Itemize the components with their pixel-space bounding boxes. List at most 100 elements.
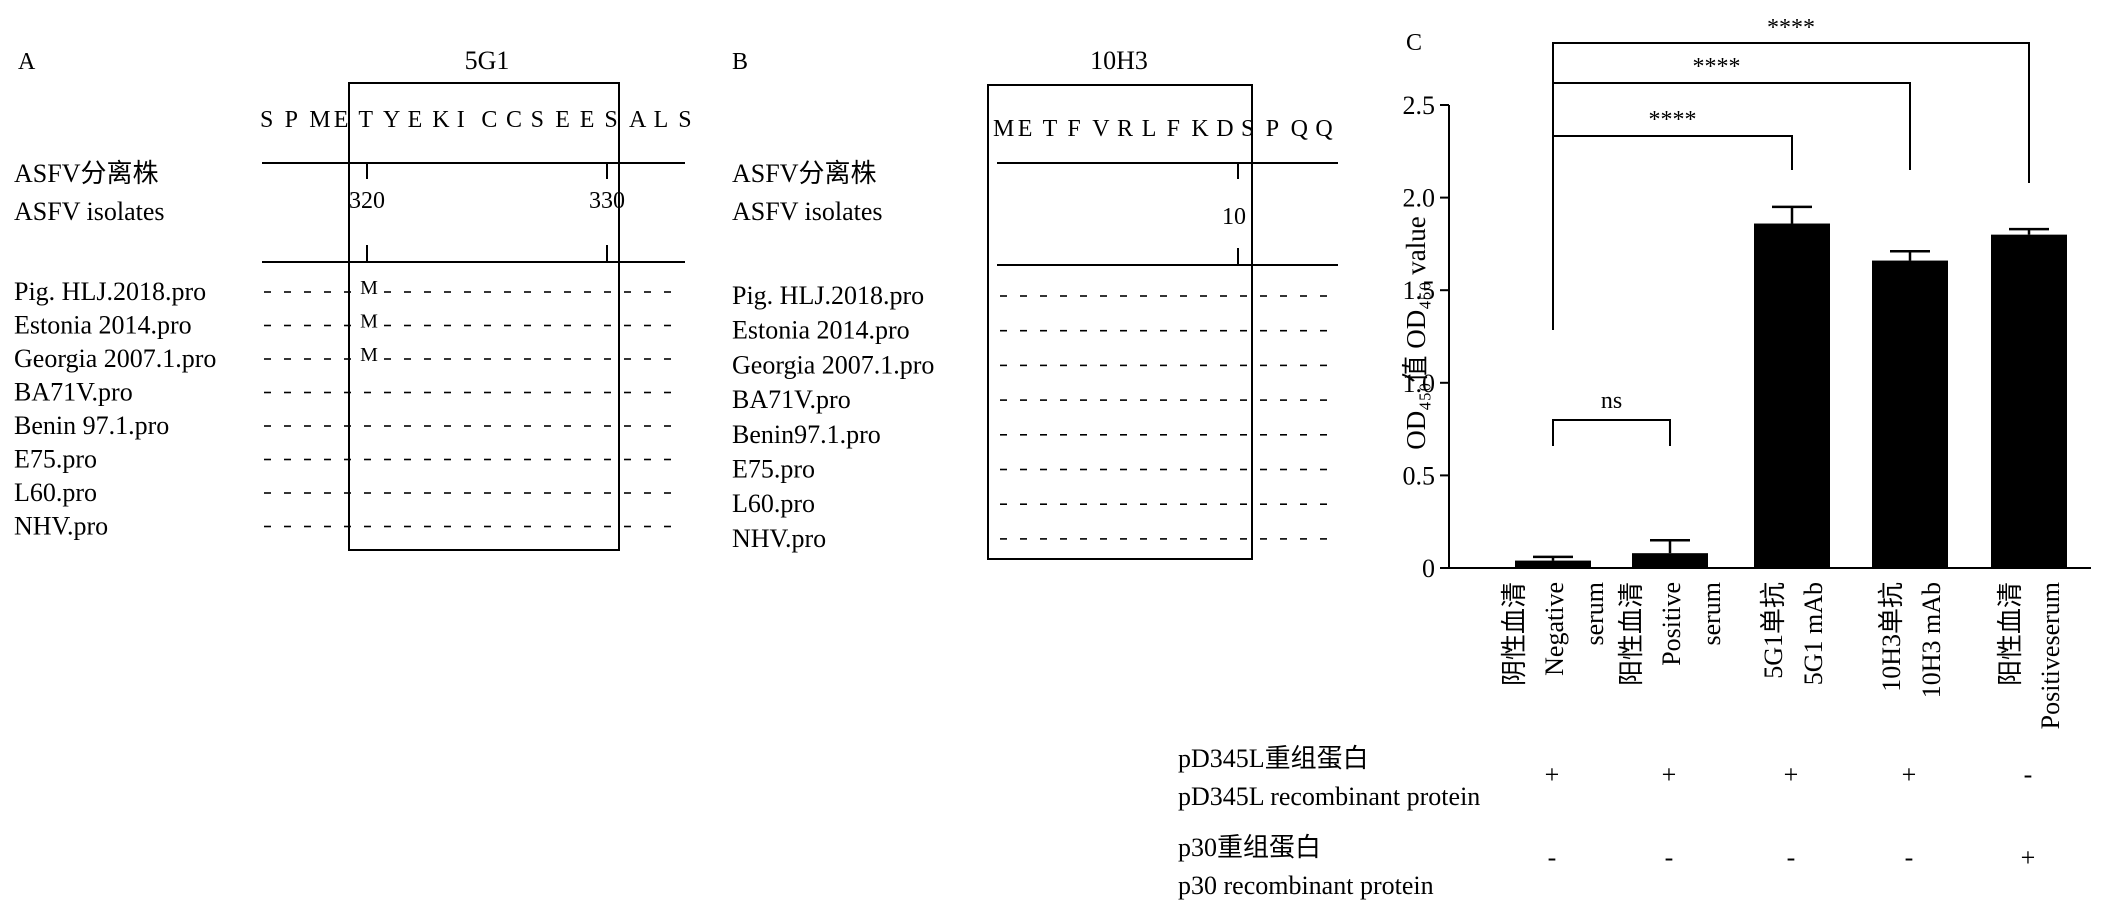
y-tick-label: 1.5 [1403, 276, 1436, 305]
panel-a-row: BA71V.pro [14, 378, 671, 407]
panel-a-residue: C [481, 107, 497, 133]
category-label: Positive [1657, 582, 1686, 666]
panel-b-residue: M [993, 116, 1014, 142]
significance-bracket: **** [1552, 15, 2030, 330]
panel-a-residue: E [580, 107, 595, 133]
panel-b-row: E75.pro [732, 455, 1327, 484]
bar [1872, 260, 1948, 568]
panel-b-strain-name: L60.pro [732, 489, 815, 518]
bracket-line [1552, 42, 2030, 330]
pd345l-sign: + [1545, 760, 1560, 789]
panel-a-residue: Y [383, 107, 400, 133]
panel-a-residue: I [457, 107, 465, 133]
chart-bars [1515, 205, 2067, 568]
pd345l-sign: - [2024, 760, 2033, 789]
panel-b-header-en: ASFV isolates [732, 197, 883, 226]
panel-a-residue: M [309, 107, 330, 133]
y-tick-label: 0.5 [1403, 461, 1436, 490]
panel-b-epitope-box [987, 84, 1253, 560]
category-label: 阴性血清 [1500, 582, 1529, 686]
significance-bracket: ns [1552, 388, 1671, 446]
category-label: serum [1580, 582, 1609, 646]
panel-b-residue: Q [1315, 116, 1332, 142]
panel-a-strain-name: NHV.pro [14, 512, 108, 541]
panel-b-residue: V [1092, 116, 1110, 142]
significance-label: **** [1693, 54, 1741, 80]
panel-b-strain-name: Benin97.1.pro [732, 420, 881, 449]
panel-a-pos-start: 320 [349, 188, 385, 214]
category-label: Negative [1540, 582, 1569, 676]
y-tick-label: 1.0 [1403, 369, 1436, 398]
panel-b-box-label: 10H3 [1090, 46, 1148, 75]
y-tick-label: 0 [1422, 554, 1435, 583]
panel-a-mutation: M [360, 277, 378, 299]
panel-b-residue: P [1266, 116, 1279, 142]
panel-a-strain-name: E75.pro [14, 445, 97, 474]
bar [1632, 553, 1708, 568]
panel-b-residue: K [1191, 116, 1209, 142]
panel-a-residue: L [654, 107, 669, 133]
panel-a-residue: C [506, 107, 522, 133]
panel-a-header-en: ASFV isolates [14, 197, 165, 226]
panel-a-row: Georgia 2007.1.pro M [14, 344, 671, 373]
bar [1515, 560, 1591, 568]
p30-row-label-cn: p30重组蛋白 [1178, 833, 1321, 862]
panel-b-row: Benin97.1.pro [732, 420, 1327, 449]
panel-b-header-cn: ASFV分离株 [732, 159, 876, 188]
panel-a-residue: A [629, 107, 647, 133]
p30-row-label-en: p30 recombinant protein [1178, 871, 1434, 900]
panel-a-residue: S [604, 107, 617, 133]
panel-b-strain-name: NHV.pro [732, 524, 826, 553]
panel-b-strain-name: Georgia 2007.1.pro [732, 350, 934, 379]
panel-a-residue: T [358, 107, 373, 133]
panel-b-residue: E [1018, 116, 1033, 142]
panel-b-residue: L [1142, 116, 1157, 142]
panel-a-strain-name: Estonia 2014.pro [14, 311, 192, 340]
panel-b-residue: F [1067, 116, 1080, 142]
category-label: 5G1单抗 [1759, 582, 1788, 679]
chart-axes: 00.51.01.52.02.5 [1403, 91, 2091, 583]
panel-b-residue: Q [1291, 116, 1308, 142]
p30-sign: - [1905, 843, 1914, 872]
pd345l-sign: + [1902, 760, 1917, 789]
panel-b-residue: S [1241, 116, 1254, 142]
significance-bracket: **** [1552, 54, 1911, 330]
panel-a-row: L60.pro [14, 478, 671, 507]
category-label: 5G1 mAb [1799, 582, 1828, 685]
category-label: 阳性血清 [1617, 582, 1646, 686]
pd345l-sign: + [1662, 760, 1677, 789]
bar [1754, 223, 1830, 568]
panel-b-residue: D [1216, 116, 1233, 142]
panel-a-residue: E [555, 107, 570, 133]
panel-a-row: E75.pro [14, 445, 671, 474]
category-label: 10H3 mAb [1917, 582, 1946, 698]
panel-a-residue: K [432, 107, 450, 133]
panel-a-residue: S [531, 107, 544, 133]
panel-b-strain-name: E75.pro [732, 455, 815, 484]
panel-a-header-cn: ASFV分离株 [14, 159, 158, 188]
panel-a-row: Benin 97.1.pro [14, 411, 671, 440]
panel-a-mutation: M [360, 311, 378, 333]
panel-b-residue: R [1117, 116, 1133, 142]
panel-c-letter: C [1406, 30, 1422, 56]
panel-a-row: NHV.pro [14, 512, 671, 541]
panel-a-strain-name: Georgia 2007.1.pro [14, 344, 216, 373]
significance-label: **** [1767, 15, 1815, 41]
category-label: Positiveserum [2036, 582, 2065, 729]
panel-b-row: L60.pro [732, 489, 1327, 518]
panel-a-mutation: M [360, 344, 378, 366]
panel-a-residue: P [285, 107, 298, 133]
bracket-line [1552, 82, 1911, 330]
p30-sign: - [1787, 843, 1796, 872]
panel-b-residue: T [1043, 116, 1058, 142]
p30-sign: - [1548, 843, 1557, 872]
panel-a-row: Estonia 2014.pro M [14, 311, 671, 340]
